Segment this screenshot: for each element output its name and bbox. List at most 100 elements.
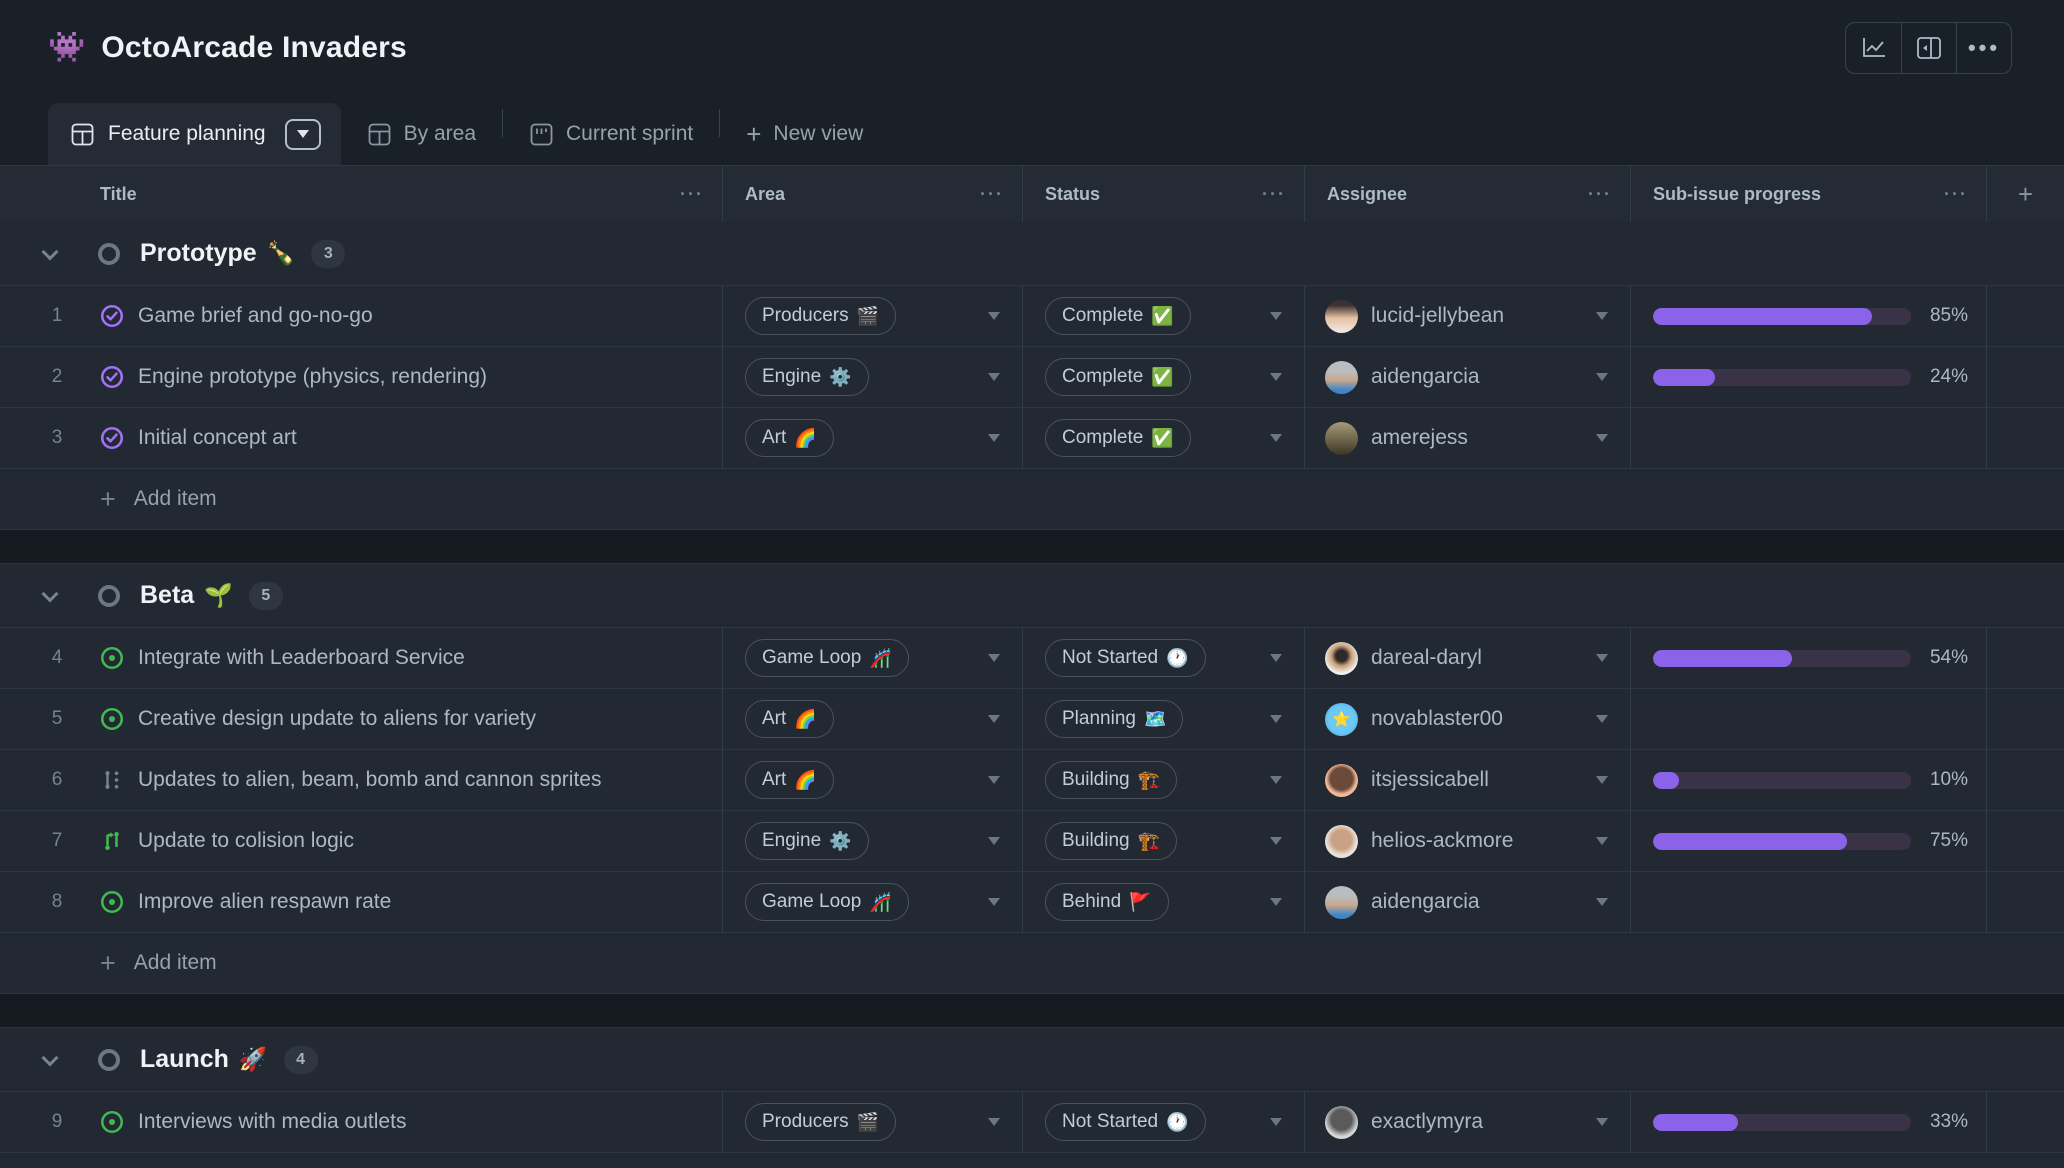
chevron-down-icon[interactable] <box>1596 654 1608 662</box>
status-pill[interactable]: Not Started🕐 <box>1045 639 1206 677</box>
assignee-cell[interactable]: lucid-jellybean <box>1304 286 1630 346</box>
chevron-down-icon[interactable] <box>988 654 1000 662</box>
chevron-down-icon[interactable] <box>988 1118 1000 1126</box>
title-cell[interactable]: 5 Creative design update to aliens for v… <box>0 689 722 749</box>
status-pill[interactable]: Not Started🕐 <box>1045 1103 1206 1141</box>
status-cell[interactable]: Building🏗️ <box>1022 750 1304 810</box>
area-cell[interactable]: Game Loop🎢 <box>722 628 1022 688</box>
title-cell[interactable]: 1 Game brief and go-no-go <box>0 286 722 346</box>
title-cell[interactable]: 6 Updates to alien, beam, bomb and canno… <box>0 750 722 810</box>
side-panel-button[interactable] <box>1901 22 1956 73</box>
status-pill[interactable]: Planning🗺️ <box>1045 700 1184 738</box>
assignee-cell[interactable]: itsjessicabell <box>1304 750 1630 810</box>
chevron-down-icon[interactable] <box>988 776 1000 784</box>
assignee-cell[interactable]: exactlymyra <box>1304 1092 1630 1152</box>
chevron-down-icon[interactable] <box>1596 715 1608 723</box>
chevron-down-icon[interactable] <box>1596 312 1608 320</box>
column-menu-icon[interactable]: ··· <box>680 183 704 204</box>
column-header-status[interactable]: Status ··· <box>1022 166 1304 222</box>
area-pill[interactable]: Game Loop🎢 <box>745 883 909 921</box>
area-pill[interactable]: Art🌈 <box>745 419 834 457</box>
column-menu-icon[interactable]: ··· <box>1588 183 1612 204</box>
add-item-button[interactable]: + Add item <box>0 469 2064 530</box>
status-pill[interactable]: Complete✅ <box>1045 358 1191 396</box>
status-cell[interactable]: Building🏗️ <box>1022 811 1304 871</box>
assignee-cell[interactable]: aidengarcia <box>1304 872 1630 932</box>
column-header-area[interactable]: Area ··· <box>722 166 1022 222</box>
chevron-down-icon[interactable] <box>988 434 1000 442</box>
tab-current-sprint[interactable]: Current sprint <box>503 103 719 165</box>
column-header-title[interactable]: Title ··· <box>0 166 722 222</box>
chevron-down-icon[interactable] <box>1596 1118 1608 1126</box>
status-cell[interactable]: Not Started🕐 <box>1022 1092 1304 1152</box>
chevron-down-icon[interactable] <box>1270 312 1282 320</box>
add-field-button[interactable]: + <box>1986 166 2064 222</box>
chevron-down-icon[interactable] <box>1596 898 1608 906</box>
status-pill[interactable]: Building🏗️ <box>1045 761 1178 799</box>
chevron-down-icon[interactable] <box>1270 715 1282 723</box>
column-header-assignee[interactable]: Assignee ··· <box>1304 166 1630 222</box>
chevron-down-icon[interactable] <box>988 715 1000 723</box>
status-cell[interactable]: Complete✅ <box>1022 408 1304 468</box>
chevron-down-icon[interactable] <box>1270 837 1282 845</box>
insights-button[interactable] <box>1846 23 1901 73</box>
area-cell[interactable]: Engine⚙️ <box>722 347 1022 407</box>
area-pill[interactable]: Art🌈 <box>745 700 834 738</box>
status-cell[interactable]: Not Started🕐 <box>1022 628 1304 688</box>
area-pill[interactable]: Game Loop🎢 <box>745 639 909 677</box>
chevron-down-icon[interactable] <box>988 898 1000 906</box>
area-pill[interactable]: Engine⚙️ <box>745 822 869 860</box>
status-cell[interactable]: Behind🚩 <box>1022 872 1304 932</box>
chevron-down-icon[interactable] <box>1596 373 1608 381</box>
chevron-down-icon[interactable] <box>1270 373 1282 381</box>
chevron-down-icon[interactable] <box>1270 434 1282 442</box>
add-item-button[interactable]: + Add item <box>0 933 2064 994</box>
chevron-down-icon[interactable] <box>988 837 1000 845</box>
more-options-button[interactable]: ••• <box>1956 22 2011 73</box>
assignee-cell[interactable]: amerejess <box>1304 408 1630 468</box>
assignee-cell[interactable]: helios-ackmore <box>1304 811 1630 871</box>
tab-by-area[interactable]: By area <box>341 103 502 165</box>
column-menu-icon[interactable]: ··· <box>1262 183 1286 204</box>
title-cell[interactable]: 9 Interviews with media outlets <box>0 1092 722 1152</box>
area-cell[interactable]: Game Loop🎢 <box>722 872 1022 932</box>
chevron-down-icon[interactable] <box>1596 837 1608 845</box>
area-cell[interactable]: Producers🎬 <box>722 1092 1022 1152</box>
status-pill[interactable]: Behind🚩 <box>1045 883 1169 921</box>
tab-feature-planning[interactable]: Feature planning <box>48 103 341 165</box>
area-pill[interactable]: Engine⚙️ <box>745 358 869 396</box>
status-pill[interactable]: Complete✅ <box>1045 297 1191 335</box>
chevron-down-icon[interactable] <box>1270 776 1282 784</box>
title-cell[interactable]: 7 Update to colision logic <box>0 811 722 871</box>
title-cell[interactable]: 2 Engine prototype (physics, rendering) <box>0 347 722 407</box>
status-pill[interactable]: Complete✅ <box>1045 419 1191 457</box>
area-cell[interactable]: Art🌈 <box>722 750 1022 810</box>
area-cell[interactable]: Art🌈 <box>722 689 1022 749</box>
title-cell[interactable]: 8 Improve alien respawn rate <box>0 872 722 932</box>
column-menu-icon[interactable]: ··· <box>1944 183 1968 204</box>
title-cell[interactable]: 4 Integrate with Leaderboard Service <box>0 628 722 688</box>
chevron-down-icon[interactable] <box>988 373 1000 381</box>
area-cell[interactable]: Engine⚙️ <box>722 811 1022 871</box>
assignee-cell[interactable]: aidengarcia <box>1304 347 1630 407</box>
chevron-down-icon[interactable] <box>41 243 59 260</box>
chevron-down-icon[interactable] <box>1270 1118 1282 1126</box>
area-pill[interactable]: Art🌈 <box>745 761 834 799</box>
area-cell[interactable]: Art🌈 <box>722 408 1022 468</box>
area-cell[interactable]: Producers🎬 <box>722 286 1022 346</box>
chevron-down-icon[interactable] <box>41 1049 59 1066</box>
status-cell[interactable]: Complete✅ <box>1022 347 1304 407</box>
status-cell[interactable]: Complete✅ <box>1022 286 1304 346</box>
chevron-down-icon[interactable] <box>1270 654 1282 662</box>
chevron-down-icon[interactable] <box>1596 434 1608 442</box>
chevron-down-icon[interactable] <box>1596 776 1608 784</box>
chevron-down-icon[interactable] <box>41 585 59 602</box>
column-header-progress[interactable]: Sub-issue progress ··· <box>1630 166 1986 222</box>
assignee-cell[interactable]: ⭐ novablaster00 <box>1304 689 1630 749</box>
assignee-cell[interactable]: dareal-daryl <box>1304 628 1630 688</box>
area-pill[interactable]: Producers🎬 <box>745 1103 897 1141</box>
chevron-down-icon[interactable] <box>988 312 1000 320</box>
title-cell[interactable]: 3 Initial concept art <box>0 408 722 468</box>
new-view-button[interactable]: + New view <box>720 103 889 165</box>
column-menu-icon[interactable]: ··· <box>980 183 1004 204</box>
